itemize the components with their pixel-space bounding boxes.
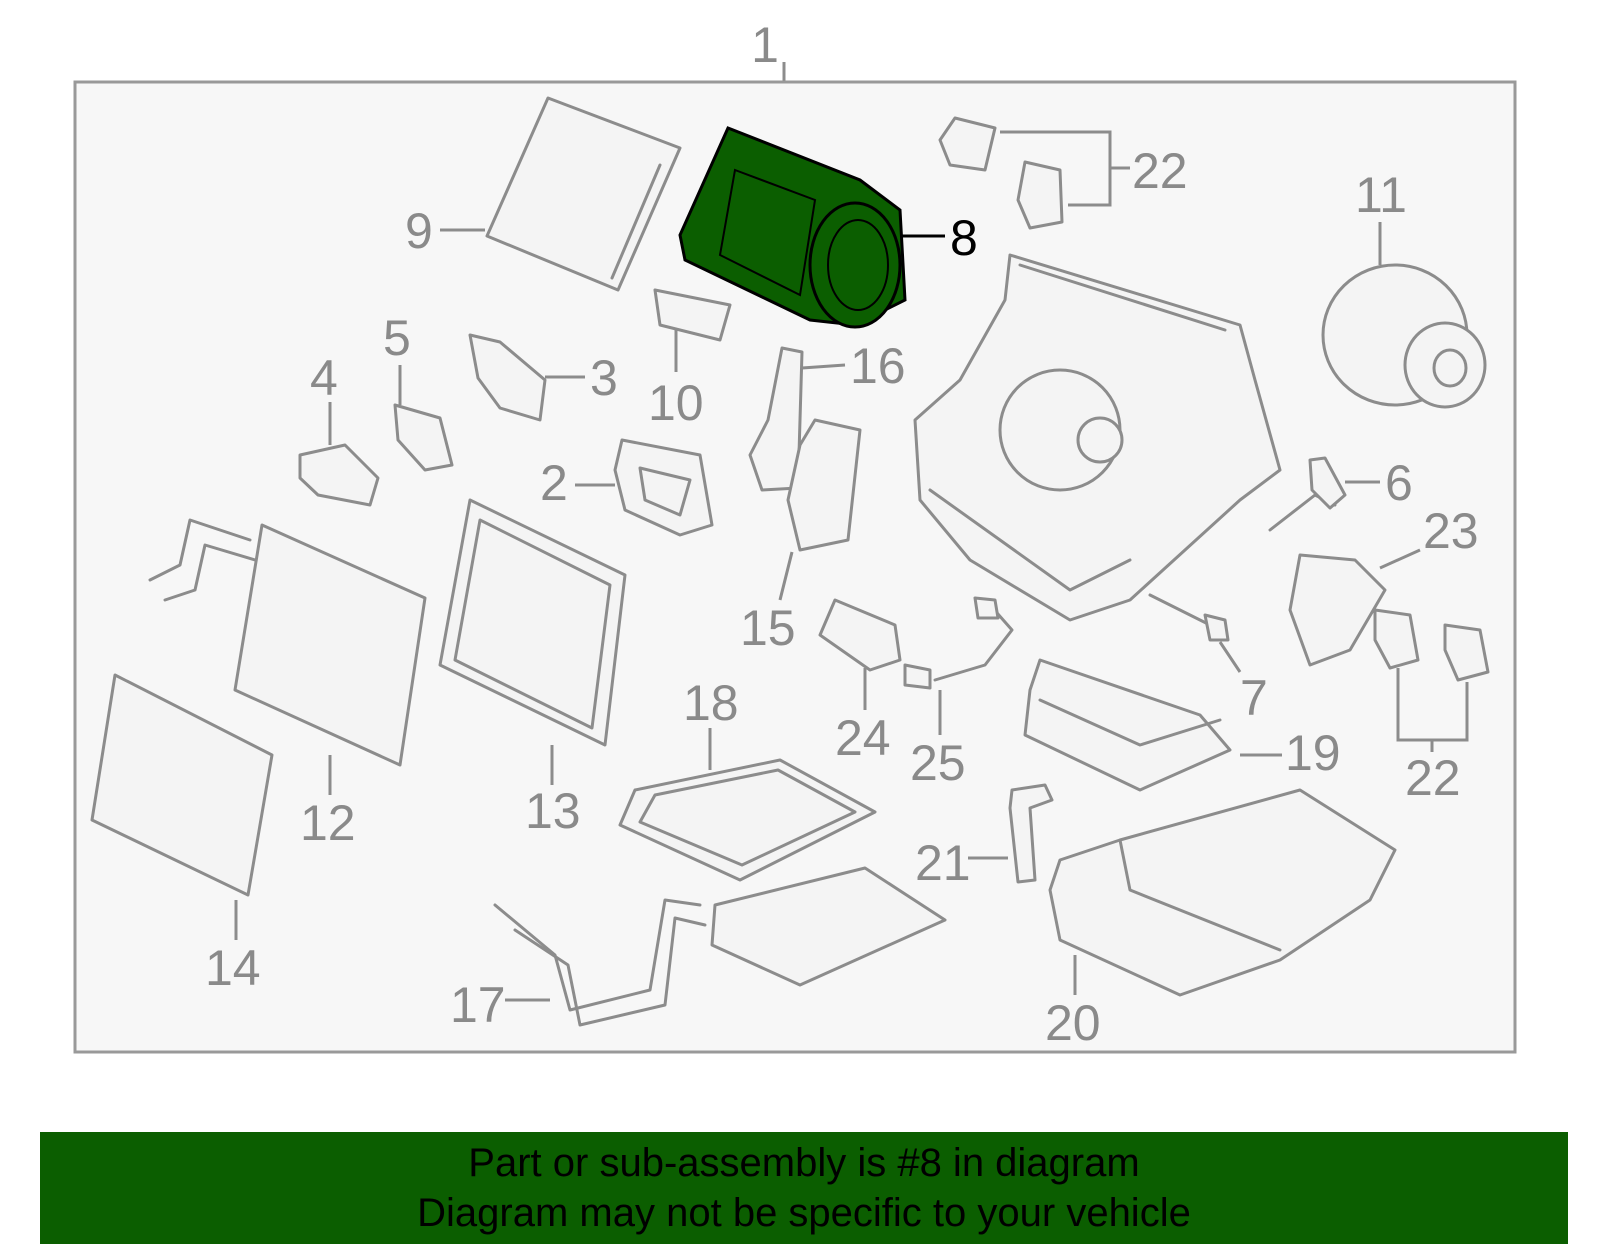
banner-line-disclaimer: Diagram may not be specific to your vehi… xyxy=(417,1191,1191,1235)
part-18-tray xyxy=(618,758,877,882)
part-5-actuator xyxy=(393,403,454,472)
callout-25: 25 xyxy=(910,735,966,791)
callout-22b: 22 xyxy=(1405,750,1461,806)
callout-9: 9 xyxy=(405,203,433,259)
part-2-duct xyxy=(613,438,714,537)
callout-10: 10 xyxy=(648,375,704,431)
part-20-lower-case xyxy=(1048,788,1397,997)
part-hvac-case xyxy=(913,253,1282,622)
part-3-bracket xyxy=(468,333,547,422)
part-4-valve xyxy=(298,443,380,507)
part-12-core xyxy=(148,518,427,767)
info-banner: Part or sub-assembly is #8 in diagram Di… xyxy=(40,1132,1568,1244)
part-11-blower-motor xyxy=(1321,263,1487,409)
callout-8: 8 xyxy=(950,210,978,266)
callout-24: 24 xyxy=(835,710,891,766)
callout-20: 20 xyxy=(1045,995,1101,1051)
part-24-actuator xyxy=(818,598,902,672)
part-8-blower-housing xyxy=(678,126,907,329)
part-23-actuator xyxy=(1288,553,1387,667)
callout-14: 14 xyxy=(205,940,261,996)
callout-22a: 22 xyxy=(1132,143,1188,199)
callout-3: 3 xyxy=(590,350,618,406)
callout-12: 12 xyxy=(300,795,356,851)
part-10-resistor xyxy=(653,288,732,342)
callout-19: 19 xyxy=(1285,725,1341,781)
part-22-actuator-bottom xyxy=(1373,608,1490,682)
callout-13: 13 xyxy=(525,783,581,839)
banner-line-part: Part or sub-assembly is #8 in diagram xyxy=(468,1141,1140,1185)
part-21-drain xyxy=(1008,783,1054,884)
part-13-evaporator xyxy=(438,498,627,747)
parts-diagram: 1 9 8 10 22 11 xyxy=(73,17,1517,1054)
callout-5: 5 xyxy=(383,310,411,366)
part-7-sensor xyxy=(1148,593,1230,642)
callout-23: 23 xyxy=(1423,503,1479,559)
callout-17: 17 xyxy=(450,977,506,1033)
part-15-door xyxy=(786,418,862,552)
callout-18: 18 xyxy=(683,675,739,731)
part-25-harness xyxy=(903,596,1014,690)
callout-11: 11 xyxy=(1355,167,1407,223)
part-6-sensor xyxy=(1268,456,1347,532)
callout-15: 15 xyxy=(740,600,796,656)
part-22-actuator-top xyxy=(938,116,1064,230)
part-19-duct xyxy=(1023,658,1232,792)
part-14-filter xyxy=(90,673,274,897)
callout-1: 1 xyxy=(751,17,779,73)
callout-4: 4 xyxy=(310,350,338,406)
part-16-door xyxy=(748,346,804,492)
callout-7: 7 xyxy=(1240,670,1268,726)
part-9-filter xyxy=(485,96,682,292)
callout-6: 6 xyxy=(1385,455,1413,511)
callout-21: 21 xyxy=(915,835,971,891)
callout-2: 2 xyxy=(540,455,568,511)
callout-16: 16 xyxy=(850,338,906,394)
part-17-heater-core xyxy=(493,866,947,1027)
